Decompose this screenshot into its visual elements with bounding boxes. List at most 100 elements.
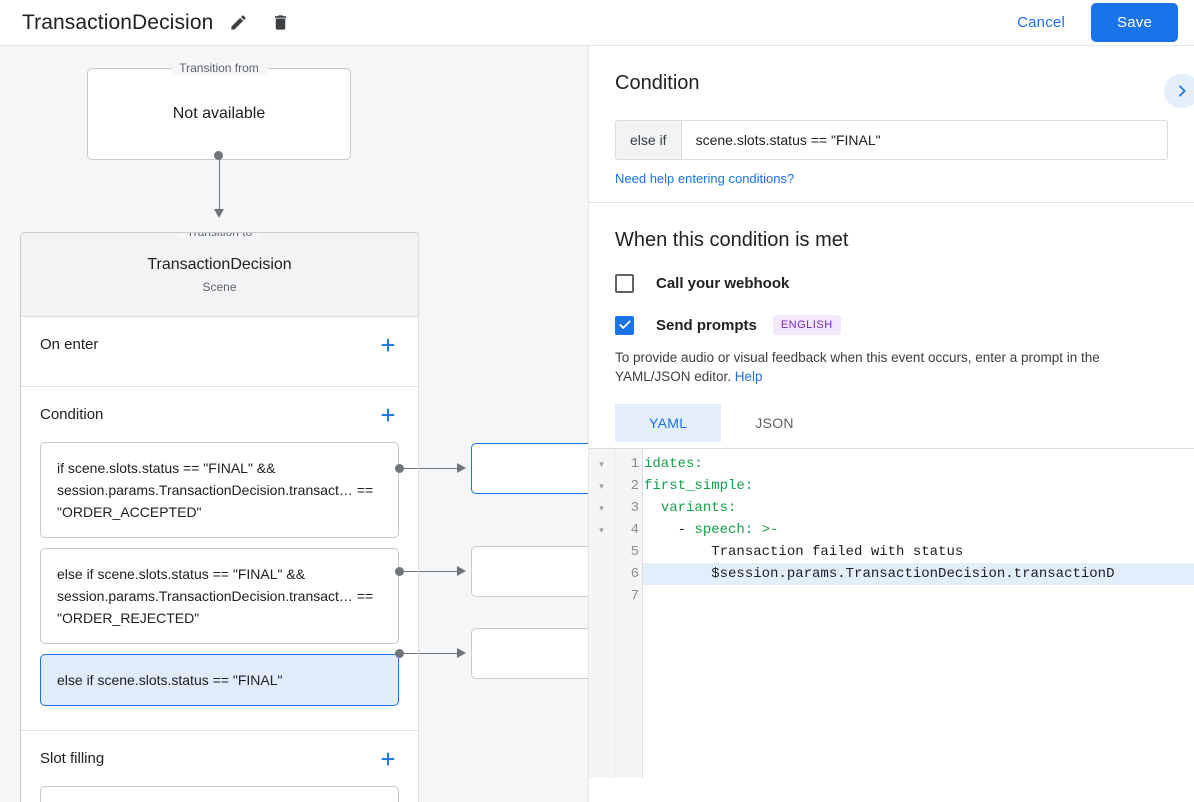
code-rest: Transaction failed with status <box>711 544 964 560</box>
save-button[interactable]: Save <box>1091 3 1178 42</box>
line-number: 7 <box>630 588 639 604</box>
code-line <box>643 585 1194 607</box>
graph-guide-line <box>418 232 419 802</box>
condition-output-line <box>404 467 457 469</box>
call-webhook-label: Call your webhook <box>656 275 790 292</box>
condition-output-arrow <box>457 463 466 473</box>
fold-arrow-icon[interactable]: ▾ <box>599 458 604 469</box>
fold-arrow-icon[interactable]: ▾ <box>599 502 604 513</box>
code-editor[interactable]: ▾ ▾ ▾ ▾ 1 2 3 4 5 6 7 idates: first_simp… <box>589 448 1194 778</box>
condition-output-dot <box>395 464 404 473</box>
call-webhook-checkbox[interactable] <box>615 274 634 293</box>
code-indent <box>644 544 711 560</box>
target-node-stub[interactable] <box>471 546 588 597</box>
editor-line-numbers: 1 2 3 4 5 6 7 <box>615 449 643 778</box>
editor-format-tabs: YAML JSON <box>615 404 1194 442</box>
connector-line-vertical <box>218 155 220 211</box>
scene-card-header[interactable]: TransactionDecision Scene <box>21 233 418 317</box>
language-badge: ENGLISH <box>772 315 841 335</box>
prompt-help-link[interactable]: Help <box>734 369 763 384</box>
target-node-stub[interactable] <box>471 443 588 494</box>
section-title-condition: Condition <box>40 406 104 423</box>
add-condition-button[interactable]: + <box>380 399 396 430</box>
panel-heading: Condition <box>615 72 700 94</box>
condition-output-dot <box>395 567 404 576</box>
scene-name: TransactionDecision <box>147 255 292 273</box>
transition-to-legend: Transition to <box>178 233 261 239</box>
condition-output-dot <box>395 649 404 658</box>
code-line: first_simple: <box>643 475 1194 497</box>
send-prompts-row[interactable]: Send prompts ENGLISH <box>615 315 1194 335</box>
add-slot-filling-button[interactable]: + <box>380 743 396 774</box>
scene-type: Scene <box>202 279 237 294</box>
code-line: - speech: >- <box>643 519 1194 541</box>
condition-chip[interactable]: if scene.slots.status == "FINAL" && sess… <box>40 442 399 538</box>
code-line: idates: <box>643 453 1194 475</box>
top-app-bar: TransactionDecision Cancel Save <box>0 0 1194 46</box>
section-header-slot-filling: Slot filling + <box>21 731 418 786</box>
line-number: 4 <box>630 522 639 538</box>
code-line: Transaction failed with status <box>643 541 1194 563</box>
condition-prefix-label: else if <box>616 121 682 159</box>
condition-section: Condition else if Need help entering con… <box>589 46 1194 203</box>
graph-canvas[interactable]: Transition from Not available Transition… <box>0 46 588 802</box>
code-key: speech: <box>694 522 754 538</box>
webhook-row[interactable]: Call your webhook <box>615 274 1194 293</box>
prompt-hint-body: To provide audio or visual feedback when… <box>615 350 1100 384</box>
trash-icon[interactable] <box>263 6 297 40</box>
send-prompts-checkbox[interactable] <box>615 315 634 335</box>
line-number: 2 <box>630 478 639 494</box>
when-condition-met-section: When this condition is met Call your web… <box>589 229 1194 778</box>
code-rest: >- <box>753 522 779 538</box>
when-condition-met-title: When this condition is met <box>615 229 849 251</box>
prompt-hint-text: To provide audio or visual feedback when… <box>615 348 1168 386</box>
send-prompts-label: Send prompts <box>656 316 757 334</box>
condition-expression-input[interactable] <box>681 121 1167 159</box>
section-title-slot-filling: Slot filling <box>40 750 105 767</box>
page-title: TransactionDecision <box>22 10 214 34</box>
code-key: idates: <box>644 456 703 472</box>
section-slot-filling: Slot filling + Slot validation <box>21 731 418 802</box>
tab-yaml[interactable]: YAML <box>615 404 722 442</box>
tab-json[interactable]: JSON <box>755 415 794 431</box>
section-title-on-enter: On enter <box>40 336 99 353</box>
condition-detail-panel: Condition else if Need help entering con… <box>588 46 1194 802</box>
condition-help-link[interactable]: Need help entering conditions? <box>615 171 795 186</box>
editor-code-area[interactable]: idates: first_simple: variants: - speech… <box>643 449 1194 778</box>
target-node-stub[interactable] <box>471 628 588 679</box>
cancel-button[interactable]: Cancel <box>1003 5 1079 40</box>
transition-from-value: Not available <box>172 105 266 122</box>
code-indent: - <box>644 522 695 538</box>
code-key: first_simple: <box>644 478 754 494</box>
editor-fold-gutter: ▾ ▾ ▾ ▾ <box>589 449 615 778</box>
fold-arrow-icon[interactable]: ▾ <box>599 524 604 535</box>
condition-output-line <box>404 570 457 572</box>
connector-arrow-down <box>213 209 224 218</box>
slot-validation-chip[interactable]: Slot validation <box>40 786 399 802</box>
panel-header: Condition <box>589 46 1194 108</box>
add-on-enter-button[interactable]: + <box>380 329 396 360</box>
code-indent <box>644 566 711 582</box>
line-number: 1 <box>630 456 639 472</box>
condition-output-arrow <box>457 648 466 658</box>
code-rest: $session.params.TransactionDecision.tran… <box>711 566 1115 582</box>
pencil-icon[interactable] <box>221 6 255 40</box>
code-line-active: $session.params.TransactionDecision.tran… <box>643 563 1194 585</box>
section-condition: Condition + if scene.slots.status == "FI… <box>21 387 418 731</box>
transition-from-legend: Transition from <box>171 61 267 75</box>
section-header-condition: Condition + <box>21 387 418 442</box>
code-indent <box>644 500 661 516</box>
condition-chip-selected[interactable]: else if scene.slots.status == "FINAL" <box>40 654 399 706</box>
section-header-on-enter: On enter + <box>21 317 418 372</box>
transition-from-node[interactable]: Transition from Not available <box>87 61 351 160</box>
condition-input-row[interactable]: else if <box>615 120 1168 160</box>
line-number: 3 <box>630 500 639 516</box>
code-key: variants: <box>660 500 737 516</box>
condition-chip[interactable]: else if scene.slots.status == "FINAL" &&… <box>40 548 399 644</box>
transition-to-node: Transition to TransactionDecision Scene … <box>20 232 419 802</box>
condition-output-arrow <box>457 566 466 576</box>
fold-arrow-icon[interactable]: ▾ <box>599 480 604 491</box>
chevron-right-icon[interactable] <box>1164 74 1194 108</box>
line-number: 5 <box>630 544 639 560</box>
